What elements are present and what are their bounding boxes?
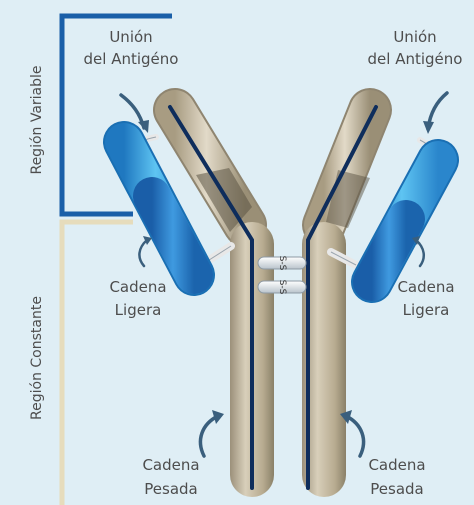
label-heavy-left-line1: Cadena (142, 456, 199, 474)
label-heavy-right-line2: Pesada (370, 480, 423, 498)
constant-region-label: Región Constante (29, 296, 45, 420)
label-light-right-line2: Ligera (403, 301, 450, 319)
label-union-right-line2: del Antigéno (368, 50, 463, 68)
label-union-left-line2: del Antigéno (84, 50, 179, 68)
label-union-right-line1: Unión (393, 28, 436, 46)
label-light-left-line1: Cadena (109, 278, 166, 296)
variable-region-label: Región Variable (29, 65, 45, 174)
disulfide-bond-bottom: S-S (277, 280, 287, 295)
label-union-left-line1: Unión (109, 28, 152, 46)
disulfide-bond-top: S-S (277, 256, 287, 271)
label-light-right-line1: Cadena (397, 278, 454, 296)
label-heavy-right-line1: Cadena (368, 456, 425, 474)
label-heavy-left-line2: Pesada (144, 480, 197, 498)
label-light-left-line2: Ligera (115, 301, 162, 319)
